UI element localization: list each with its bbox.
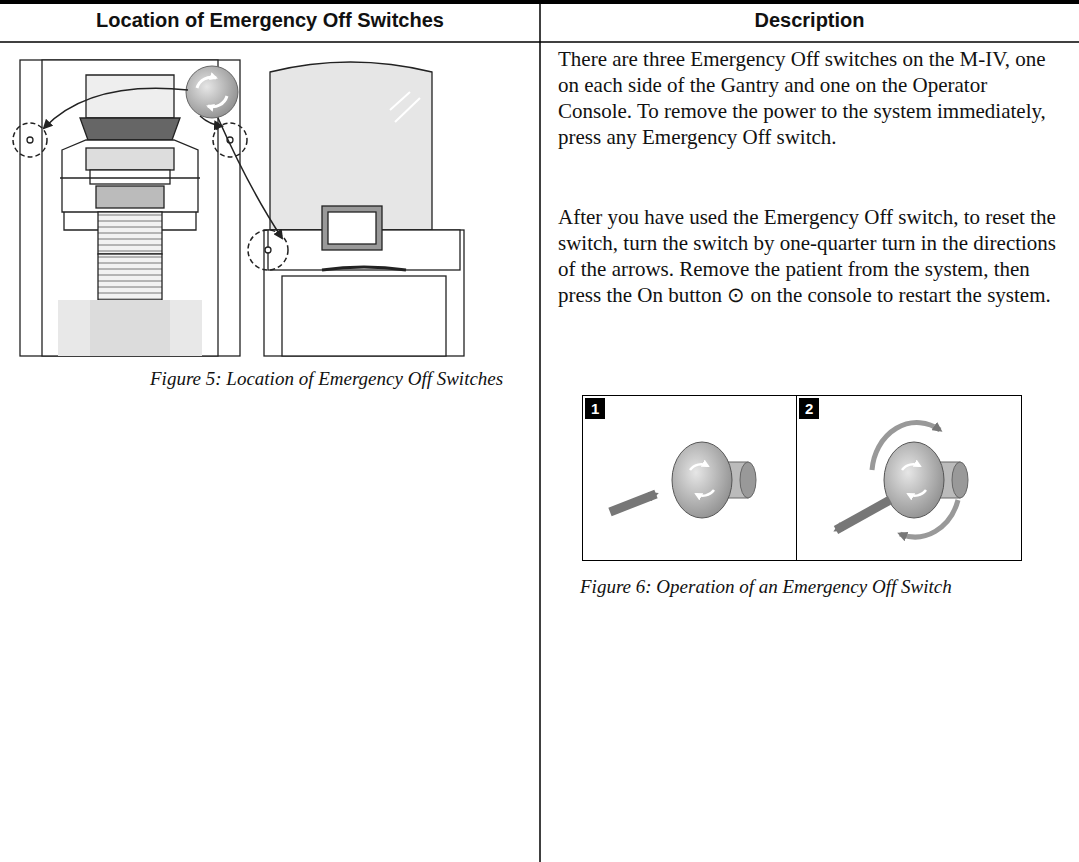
switch-press-drawing bbox=[610, 442, 756, 518]
console-drawing bbox=[264, 62, 464, 356]
callout-number: 2 bbox=[799, 398, 819, 419]
switch-callout bbox=[13, 123, 288, 270]
column-header: Description bbox=[540, 9, 1079, 32]
leader-arrow bbox=[44, 88, 282, 238]
switch-reset-drawing bbox=[836, 423, 968, 537]
figure-caption: Figure 5: Location of Emergency Off Swit… bbox=[150, 368, 530, 390]
description-text: There are three Emergency Off switches o… bbox=[558, 46, 1063, 150]
figure-panel: 2 bbox=[796, 395, 1022, 561]
description-text: After you have used the Emergency Off sw… bbox=[558, 204, 1063, 308]
gantry-drawing bbox=[20, 60, 240, 356]
figure-caption: Figure 6: Operation of an Emergency Off … bbox=[580, 574, 1020, 599]
figure-panel: 1 bbox=[582, 395, 797, 561]
switch-icon bbox=[186, 66, 238, 118]
column-header: Location of Emergency Off Switches bbox=[0, 9, 540, 32]
callout-number: 1 bbox=[585, 398, 605, 419]
column-divider bbox=[539, 0, 541, 862]
